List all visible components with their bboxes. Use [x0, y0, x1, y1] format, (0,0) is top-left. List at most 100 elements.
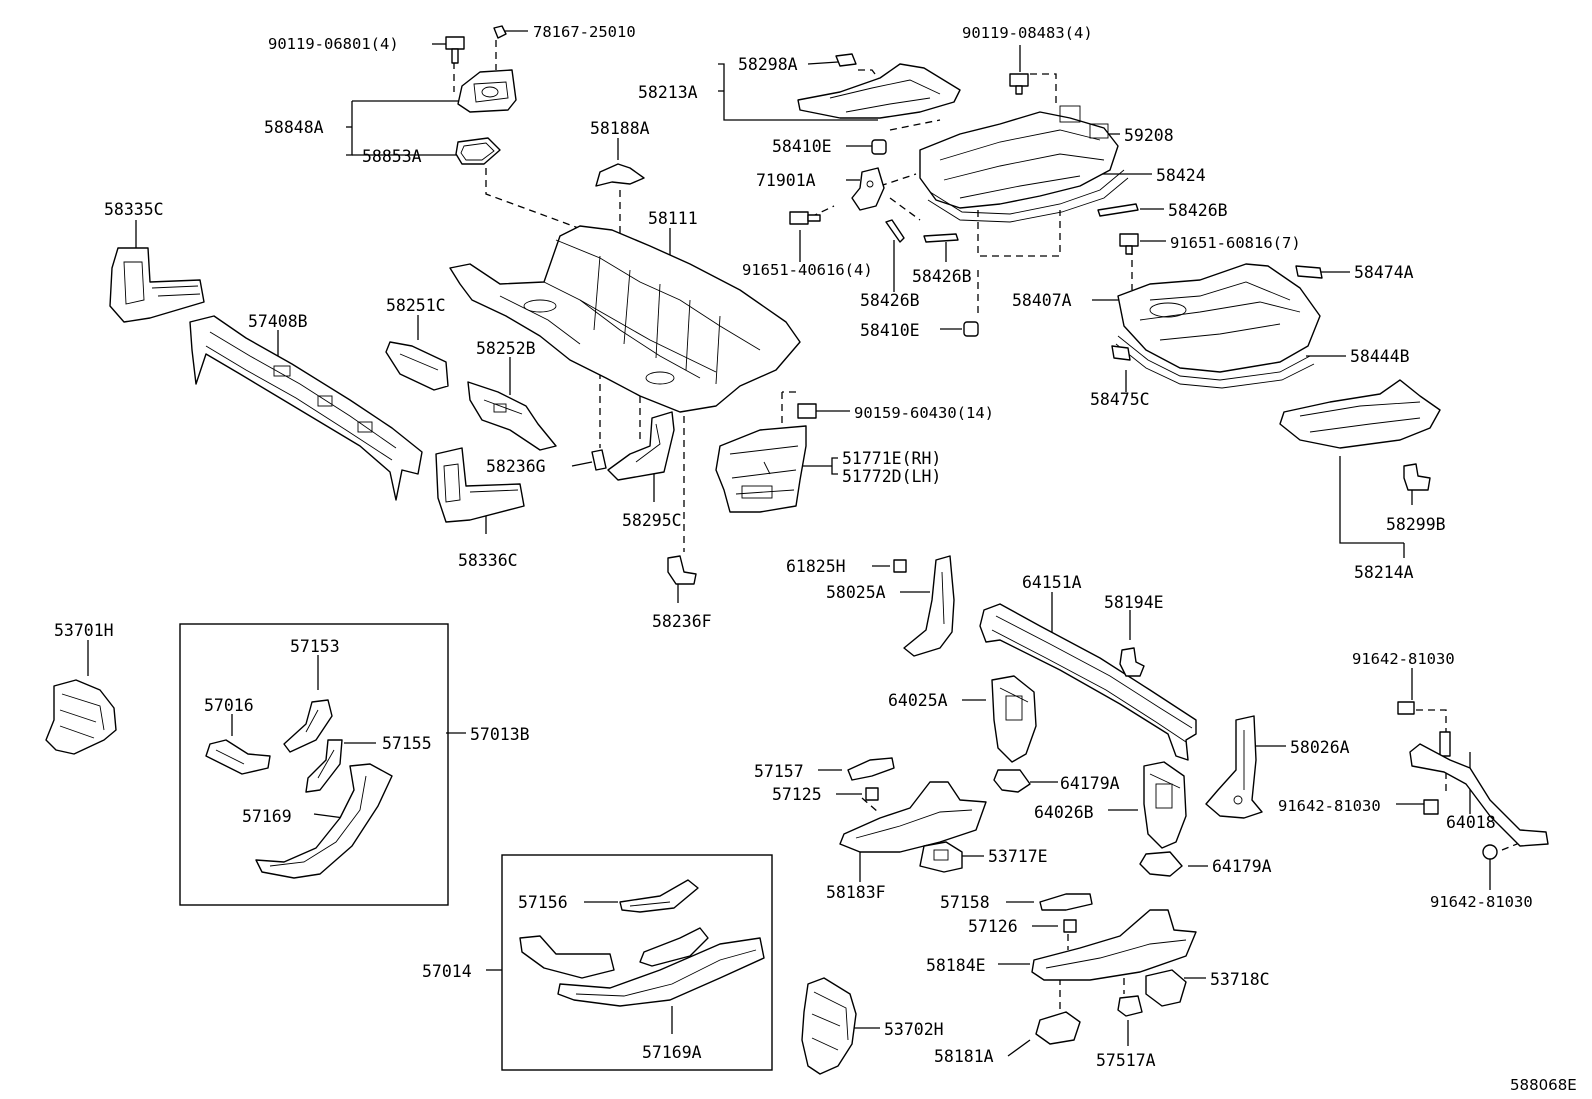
part-57125 — [865, 787, 879, 801]
label-57517a: 57517A — [1096, 1051, 1156, 1070]
bolt-90159-60430 — [797, 403, 817, 419]
label-58335c: 58335C — [104, 200, 164, 219]
label-58252b: 58252B — [476, 339, 536, 358]
label-59208: 59208 — [1124, 126, 1174, 145]
part-51771e-51772d — [715, 425, 807, 513]
part-59208-58424 — [919, 105, 1129, 223]
label-58424: 58424 — [1156, 166, 1206, 185]
part-58474a — [1295, 265, 1323, 279]
label-58299b: 58299B — [1386, 515, 1446, 534]
part-57158 — [1039, 893, 1093, 911]
part-58183f — [839, 781, 987, 853]
part-64179a-top — [993, 769, 1031, 793]
label-58236f: 58236F — [652, 612, 712, 631]
diagram-reference-code: 588068E — [1510, 1076, 1577, 1094]
group-box-57014 — [501, 854, 773, 1071]
label-58426b-mid: 58426B — [912, 267, 972, 286]
label-91651-60816: 91651-60816(7) — [1170, 234, 1301, 252]
label-58213a: 58213A — [638, 83, 698, 102]
part-58111 — [449, 225, 801, 413]
part-58236g — [591, 449, 607, 471]
label-64018: 64018 — [1446, 813, 1496, 832]
part-57016 — [205, 739, 271, 775]
label-58336c: 58336C — [458, 551, 518, 570]
part-53702h — [801, 977, 857, 1075]
part-58214a — [1279, 379, 1441, 449]
part-58853a — [455, 137, 501, 165]
part-58252b — [467, 381, 557, 451]
label-58474a: 58474A — [1354, 263, 1414, 282]
label-57158: 57158 — [940, 893, 990, 912]
part-58181a — [1035, 1011, 1081, 1045]
part-53717e — [919, 841, 963, 873]
label-57016: 57016 — [204, 696, 254, 715]
label-58853a: 58853A — [362, 147, 422, 166]
part-64026b — [1143, 761, 1187, 849]
part-64151a — [979, 603, 1197, 761]
label-57408b: 57408B — [248, 312, 308, 331]
part-58336c — [435, 447, 525, 523]
label-58444b: 58444B — [1350, 347, 1410, 366]
label-57155: 57155 — [382, 734, 432, 753]
part-58213a — [797, 63, 961, 119]
bolt-90119-08483 — [1009, 73, 1029, 95]
label-57169: 57169 — [242, 807, 292, 826]
part-58848a — [457, 69, 517, 113]
label-58251c: 58251C — [386, 296, 446, 315]
part-58298a — [835, 53, 857, 67]
label-58184e: 58184E — [926, 956, 986, 975]
part-58251c — [385, 341, 449, 391]
label-78167-25010: 78167-25010 — [533, 23, 636, 41]
bolt-90119-06801 — [445, 36, 465, 64]
label-64151a: 64151A — [1022, 573, 1082, 592]
part-58236f — [667, 555, 697, 585]
bolt-91651-60816 — [1119, 233, 1139, 255]
label-53702h: 53702H — [884, 1020, 944, 1039]
label-64025a: 64025A — [888, 691, 948, 710]
label-51772d-lh: 51772D(LH) — [842, 467, 941, 486]
label-58194e: 58194E — [1104, 593, 1164, 612]
part-58184e — [1031, 909, 1197, 981]
part-57014-inner — [519, 927, 765, 1007]
label-58410e-top: 58410E — [772, 137, 832, 156]
label-57169a: 57169A — [642, 1043, 702, 1062]
label-58475c: 58475C — [1090, 390, 1150, 409]
part-58026a — [1205, 715, 1263, 819]
label-90119-08483: 90119-08483(4) — [962, 24, 1093, 42]
label-71901a: 71901A — [756, 171, 816, 190]
label-58410e-bottom: 58410E — [860, 321, 920, 340]
label-58298a: 58298A — [738, 55, 798, 74]
label-57156: 57156 — [518, 893, 568, 912]
label-58111: 58111 — [648, 209, 698, 228]
part-58407a-58444b — [1115, 263, 1321, 389]
part-58426b-strips — [885, 203, 1139, 243]
group-box-57013b — [179, 623, 449, 906]
label-58236g: 58236G — [486, 457, 546, 476]
part-58295c — [607, 411, 675, 481]
label-91642-81030-bottom: 91642-81030 — [1430, 893, 1533, 911]
label-58848a: 58848A — [264, 118, 324, 137]
part-58025a — [903, 555, 955, 657]
label-58295c: 58295C — [622, 511, 682, 530]
label-90119-06801: 90119-06801(4) — [268, 35, 399, 53]
part-58335c — [109, 247, 205, 323]
label-58214a: 58214A — [1354, 563, 1414, 582]
label-64179a-top: 64179A — [1060, 774, 1120, 793]
part-57517a — [1117, 995, 1143, 1017]
label-64179a-bottom: 64179A — [1212, 857, 1272, 876]
label-51771e-rh: 51771E(RH) — [842, 449, 941, 468]
clip-78167-25010 — [493, 25, 507, 39]
label-90159-60430: 90159-60430(14) — [854, 404, 994, 422]
part-58410e-bottom — [963, 321, 979, 337]
part-57408b — [189, 315, 423, 501]
part-labels: 90119-06801(4) 78167-25010 58848A 58853A… — [54, 23, 1577, 1094]
part-53701h — [45, 679, 117, 755]
part-58410e-top — [871, 139, 887, 155]
part-58475c — [1111, 345, 1131, 361]
part-57169 — [255, 763, 393, 879]
label-64026b: 64026B — [1034, 803, 1094, 822]
part-64018 — [1397, 701, 1549, 860]
label-53718c: 53718C — [1210, 970, 1270, 989]
